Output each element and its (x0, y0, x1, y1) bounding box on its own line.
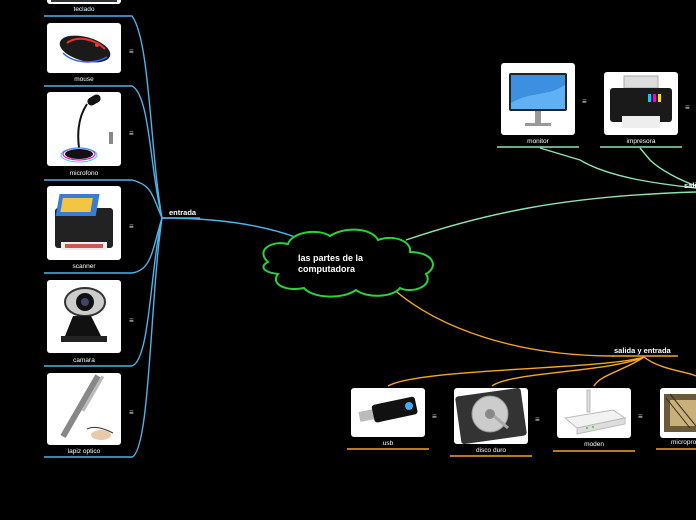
salida-monitor-line (539, 147, 696, 189)
salida-impresora-line (639, 147, 696, 187)
microfono-image[interactable] (47, 92, 121, 166)
scanner-menu-icon[interactable]: ≡ (129, 222, 134, 231)
entrada-lapiz-line (44, 217, 163, 458)
processor-icon (664, 393, 696, 432)
branch-label-entrada[interactable]: entrada (169, 208, 197, 217)
micropro-caption: micropro (671, 439, 696, 446)
salida-entrada-connectors (347, 287, 696, 457)
mouse-image[interactable] (47, 23, 121, 73)
webcam-icon (61, 287, 107, 342)
center-to-entrada-line (161, 217, 299, 239)
branch-label-salida[interactable]: sali (684, 181, 696, 190)
mouse-caption: mouse (74, 76, 94, 83)
scanner-caption: scanner (72, 263, 96, 270)
stylus-icon (60, 374, 114, 440)
moden-menu-icon[interactable]: ≡ (638, 412, 643, 421)
microphone-icon (60, 94, 113, 163)
entrada-scanner-line (44, 217, 163, 274)
usb-image[interactable] (351, 388, 425, 437)
lapiz-optico-menu-icon[interactable]: ≡ (129, 408, 134, 417)
camara-menu-icon[interactable]: ≡ (129, 316, 134, 325)
entrada-connectors (44, 15, 299, 458)
micropro-image[interactable] (660, 388, 696, 438)
entrada-teclado-line (44, 15, 163, 219)
scanner-image[interactable] (47, 186, 121, 260)
camara-image[interactable] (47, 280, 121, 353)
lapiz-optico-caption: lapiz optico (67, 448, 101, 455)
scanner-icon (55, 194, 113, 250)
printer-icon (610, 75, 672, 128)
moden-image[interactable] (557, 388, 631, 438)
lapiz-optico-image[interactable] (47, 373, 121, 445)
usb-icon (358, 396, 418, 423)
entrada-mouse-line (44, 85, 163, 219)
usb-menu-icon[interactable]: ≡ (432, 412, 437, 421)
center-to-salida-line (405, 191, 696, 241)
hard-drive-icon (455, 388, 527, 444)
entrada-camara-line (44, 217, 163, 367)
teclado-image[interactable] (47, 0, 121, 4)
se-moden-line (593, 356, 645, 387)
camara-caption: camara (73, 357, 95, 364)
mouse-menu-icon[interactable]: ≡ (129, 47, 134, 56)
modem-icon (563, 389, 627, 435)
se-micropro-line (643, 356, 696, 377)
center-cloud[interactable] (262, 228, 434, 298)
se-usb-line (387, 356, 645, 387)
teclado-caption: teclado (73, 6, 95, 13)
impresora-menu-icon[interactable]: ≡ (685, 103, 690, 112)
salida-connectors (405, 146, 696, 241)
monitor-image[interactable] (501, 63, 575, 135)
disco-duro-caption: disco duro (476, 447, 506, 454)
microfono-menu-icon[interactable]: ≡ (129, 129, 134, 138)
moden-caption: moden (584, 441, 604, 448)
monitor-caption: monitor (527, 138, 549, 145)
monitor-icon (509, 73, 567, 126)
impresora-caption: impresora (626, 138, 656, 145)
branch-label-salida-y-entrada[interactable]: salida y entrada (614, 346, 671, 355)
disco-duro-image[interactable] (454, 388, 528, 444)
usb-caption: usb (382, 440, 394, 447)
disco-duro-menu-icon[interactable]: ≡ (535, 415, 540, 424)
center-to-salida-entrada-line (391, 287, 615, 357)
center-title[interactable]: las partes de la computadora (298, 253, 364, 274)
microfono-caption: microfono (69, 170, 99, 177)
se-disco-line (491, 356, 645, 387)
monitor-menu-icon[interactable]: ≡ (582, 97, 587, 106)
mouse-icon (59, 35, 111, 63)
impresora-image[interactable] (604, 72, 678, 135)
entrada-microfono-line (44, 179, 163, 219)
